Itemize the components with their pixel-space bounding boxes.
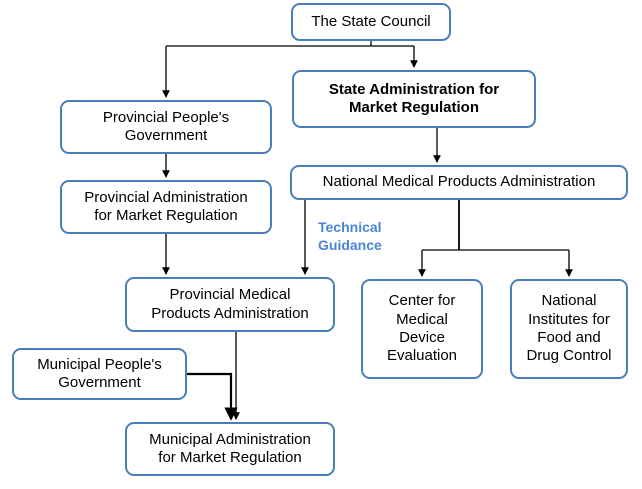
node-label: Provincial Administration for Market Reg… — [84, 188, 248, 224]
node-provincial-administration-for-market-regulation[interactable]: Provincial Administration for Market Reg… — [60, 180, 272, 234]
edge-mpg-to-mamr — [187, 372, 238, 421]
node-label: Municipal People's Government — [37, 355, 162, 391]
node-label: Municipal Administration for Market Regu… — [149, 430, 311, 466]
node-municipal-administration-for-market-regulation[interactable]: Municipal Administration for Market Regu… — [125, 422, 335, 476]
node-label: The State Council — [311, 12, 431, 30]
edge-nmpa-subordinates-fork — [418, 200, 573, 278]
node-label: State Administration for Market Regulati… — [328, 80, 500, 116]
node-provincial-medical-products-administration[interactable]: Provincial Medical Products Administrati… — [125, 277, 335, 332]
node-state-administration-for-market-regulation[interactable]: State Administration for Market Regulati… — [292, 70, 536, 128]
node-label: Center for Medical Device Evaluation — [386, 292, 458, 365]
node-national-institutes-for-food-and-drug-control[interactable]: National Institutes for Food and Drug Co… — [510, 279, 628, 379]
node-national-medical-products-administration[interactable]: National Medical Products Administration — [290, 165, 628, 200]
node-provincial-peoples-government[interactable]: Provincial People's Government — [60, 100, 272, 154]
node-label: National Institutes for Food and Drug Co… — [526, 292, 612, 365]
node-municipal-peoples-government[interactable]: Municipal People's Government — [12, 348, 187, 400]
edge-state-council-split — [162, 41, 418, 99]
node-label: Provincial Medical Products Administrati… — [151, 286, 309, 322]
edge-label-technical-guidance: Technical Guidance — [318, 219, 382, 253]
node-state-council[interactable]: The State Council — [291, 3, 451, 41]
node-center-for-medical-device-evaluation[interactable]: Center for Medical Device Evaluation — [361, 279, 483, 379]
node-label: National Medical Products Administration — [322, 173, 596, 191]
node-label: Provincial People's Government — [102, 108, 230, 144]
